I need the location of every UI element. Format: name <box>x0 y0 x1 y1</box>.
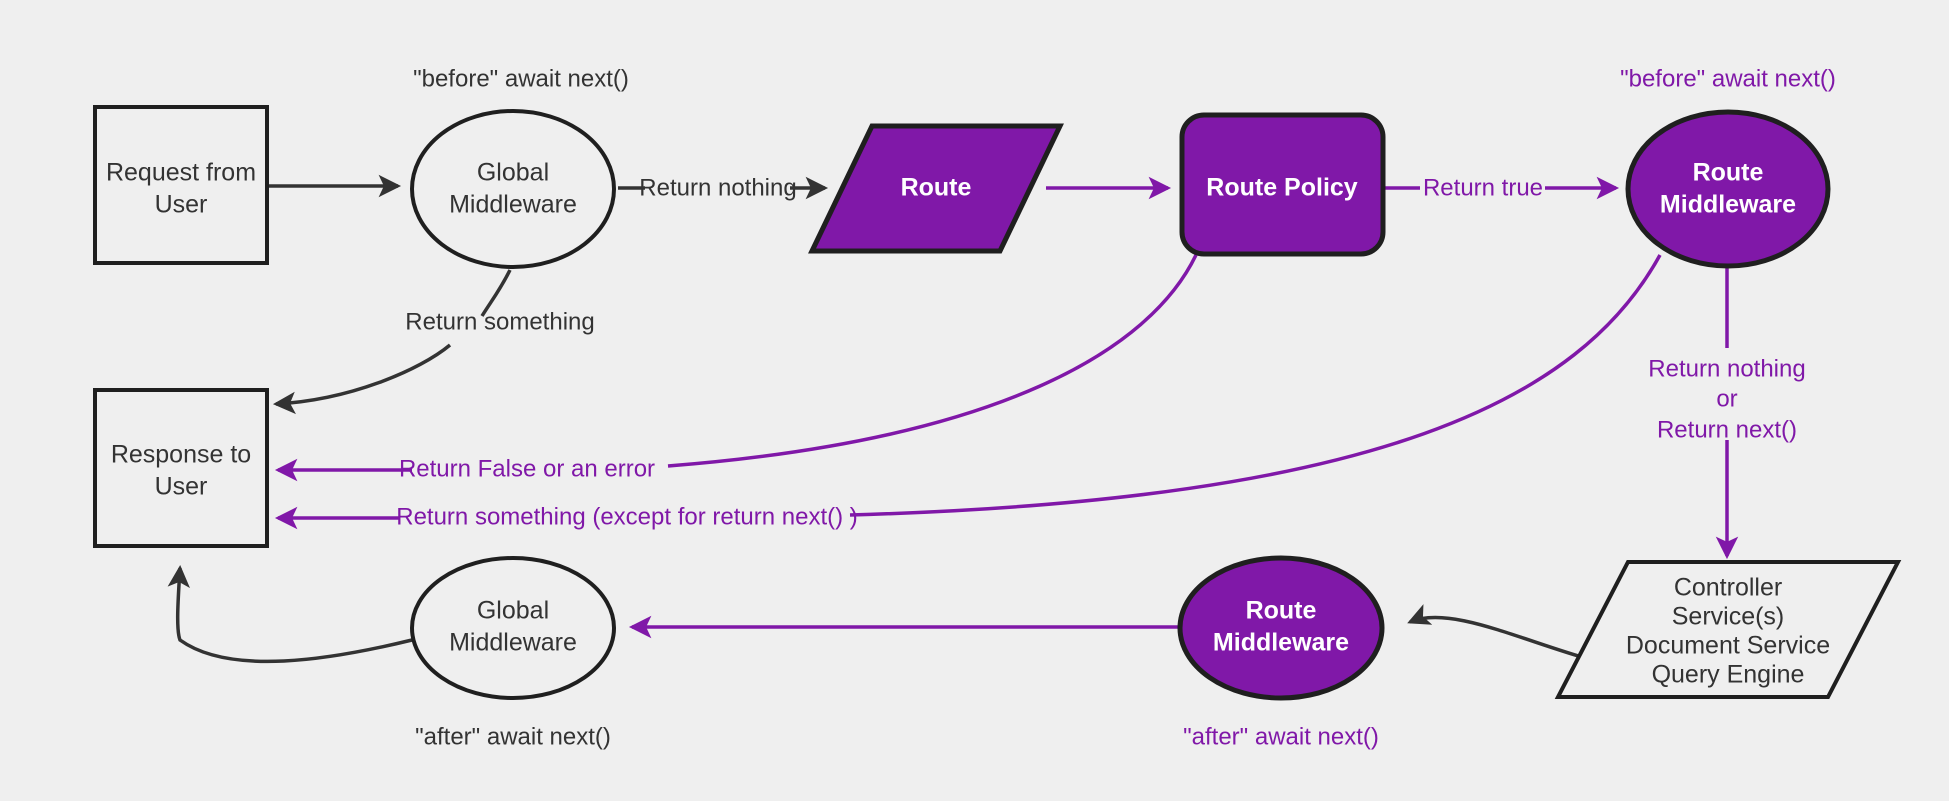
annotation-after-await-next-global: "after" await next() <box>415 723 611 750</box>
response-box-shape <box>93 388 269 548</box>
global-middleware-top-label-line1: Global <box>477 159 549 187</box>
edge-route-middleware-to-controller: Return nothing or Return next() <box>1648 265 1806 560</box>
route-middleware-bottom-shape <box>1177 555 1385 701</box>
controller-shape <box>1554 560 1902 699</box>
edge-global-middleware-to-route: Return nothing <box>618 174 829 201</box>
route-policy-shape <box>1179 112 1386 257</box>
annotation-before-await-next-route-middleware: "before" await next() <box>1620 65 1836 92</box>
node-route-middleware-top[interactable]: Route Middleware <box>1625 109 1831 269</box>
route-middleware-top-label-line2: Middleware <box>1660 191 1796 219</box>
edge-global-middleware-bottom-to-response <box>167 564 413 664</box>
annotation-after-await-next-route-middleware: "after" await next() <box>1183 723 1379 750</box>
edge-label-or: or <box>1716 385 1737 412</box>
node-route-middleware-bottom[interactable]: Route Middleware <box>1177 555 1385 701</box>
edge-label-return-nothing: Return nothing <box>639 174 796 201</box>
route-policy-label: Route Policy <box>1206 174 1358 202</box>
edge-label-return-nothing-2: Return nothing <box>1648 355 1805 382</box>
response-label-line1: Response to <box>111 441 251 469</box>
node-global-middleware-bottom[interactable]: Global Middleware <box>410 556 616 700</box>
request-box-shape <box>93 105 269 265</box>
edge-label-return-false-or-error: Return False or an error <box>399 455 655 482</box>
request-label-line1: Request from <box>106 159 256 187</box>
global-middleware-top-shape <box>410 109 616 269</box>
edge-route-middleware-to-response: Return something (except for return next… <box>274 254 1662 530</box>
global-middleware-bottom-shape <box>410 556 616 700</box>
node-response-to-user[interactable]: Response to User <box>93 388 269 548</box>
route-shape <box>808 123 1064 254</box>
edge-global-middleware-to-response: Return something <box>272 269 595 415</box>
edge-route-policy-to-route-middleware: Return true <box>1385 174 1620 201</box>
edge-route-policy-to-response: Return False or an error <box>274 254 1198 482</box>
route-middleware-top-shape <box>1625 109 1831 269</box>
route-middleware-bottom-label-line2: Middleware <box>1213 629 1349 657</box>
controller-label-line3: Document Service <box>1626 632 1830 660</box>
route-middleware-top-label-line1: Route <box>1693 159 1764 187</box>
request-label-line2: User <box>155 191 208 219</box>
node-controller-services[interactable]: Controller Service(s) Document Service Q… <box>1554 560 1902 699</box>
global-middleware-bottom-label-line1: Global <box>477 597 549 625</box>
node-route-policy[interactable]: Route Policy <box>1179 112 1386 257</box>
controller-label-line1: Controller <box>1674 574 1782 602</box>
edge-label-return-something: Return something <box>405 308 594 335</box>
controller-label-line4: Query Engine <box>1652 661 1805 689</box>
edge-label-return-true: Return true <box>1423 174 1543 201</box>
response-label-line2: User <box>155 473 208 501</box>
annotation-before-await-next-global: "before" await next() <box>413 65 629 92</box>
node-global-middleware-top[interactable]: Global Middleware <box>410 109 616 269</box>
edge-controller-to-route-middleware-bottom <box>1407 604 1593 662</box>
route-middleware-bottom-label-line1: Route <box>1246 597 1317 625</box>
global-middleware-top-label-line2: Middleware <box>449 191 577 219</box>
edge-label-return-next: Return next() <box>1657 416 1797 443</box>
global-middleware-bottom-label-line2: Middleware <box>449 629 577 657</box>
route-label: Route <box>901 174 972 202</box>
node-route[interactable]: Route <box>808 123 1064 254</box>
controller-label-line2: Service(s) <box>1672 603 1785 631</box>
node-request-from-user[interactable]: Request from User <box>93 105 269 265</box>
edge-label-return-something-except-next: Return something (except for return next… <box>396 503 858 530</box>
